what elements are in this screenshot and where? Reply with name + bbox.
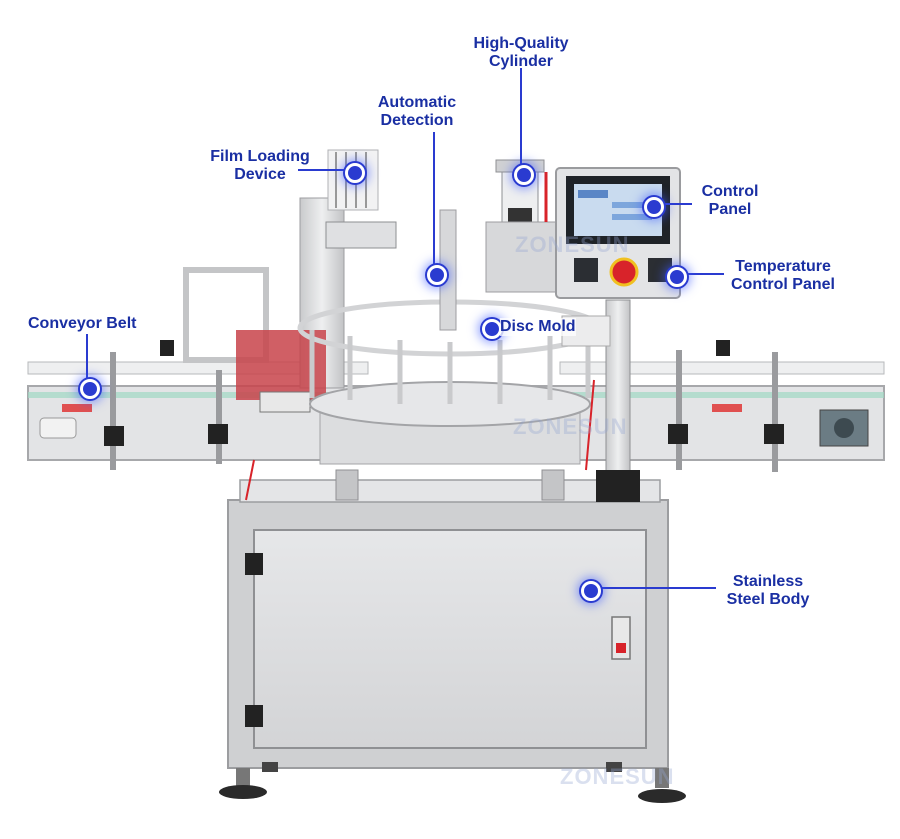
- leveling-feet: [219, 762, 686, 803]
- control-column: [555, 167, 681, 502]
- watermark-middle: ZONESUN: [513, 414, 628, 439]
- guide-posts: [104, 340, 784, 472]
- control-label: Control Panel: [701, 183, 759, 218]
- cylinder-label: High-Quality Cylinder: [473, 35, 569, 70]
- film-label: Film Loading Device: [210, 148, 310, 183]
- control-callout-dot: [644, 197, 664, 217]
- watermark-lower: ZONESUN: [560, 764, 675, 789]
- disc-mold: [297, 209, 603, 501]
- stainless-steel-body: [227, 479, 669, 769]
- conveyor-label: Conveyor Belt: [28, 315, 137, 332]
- detection-callout-dot: [427, 265, 447, 285]
- detection-label: Automatic Detection: [377, 94, 457, 129]
- disc-label: Disc Mold: [500, 318, 576, 336]
- temperature-label: Temperature Control Panel: [730, 258, 835, 293]
- film-callout-dot: [345, 163, 365, 183]
- temperature-callout-dot: [667, 267, 687, 287]
- disc-callout-dot: [482, 319, 502, 339]
- body-callout-dot: [581, 581, 601, 601]
- watermark-upper: ZONESUN: [515, 232, 630, 257]
- cylinder-callout-dot: [514, 165, 534, 185]
- conveyor-callout-dot: [80, 379, 100, 399]
- body-label: Stainless Steel Body: [726, 573, 810, 608]
